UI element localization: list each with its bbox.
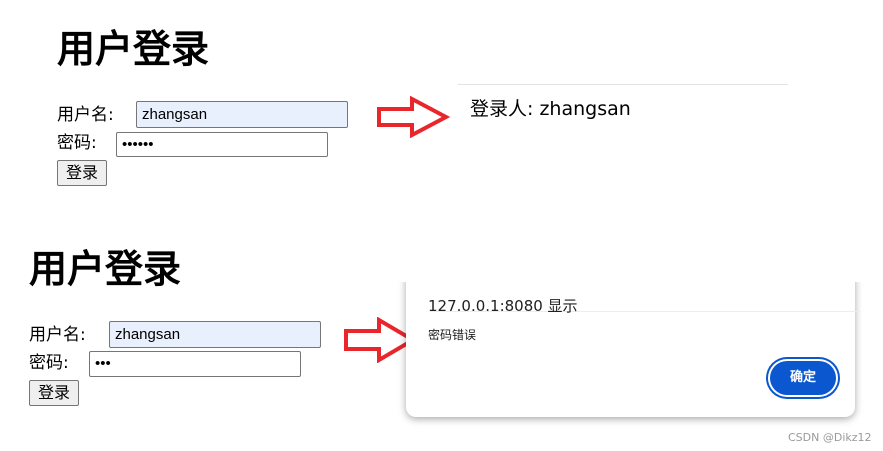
password-input[interactable]: ••• [89,351,301,377]
right-arrow-icon [344,317,417,363]
page-title: 用户登录 [29,247,182,291]
login-button[interactable]: 登录 [29,380,80,406]
dialog-divider [430,311,860,312]
username-input[interactable]: zhangsan [109,321,321,348]
username-label: 用户名: [57,105,114,125]
right-arrow-icon [377,96,450,138]
dialog-ok-button[interactable]: 确定 [770,361,836,395]
divider [458,84,788,85]
password-input[interactable]: •••••• [116,132,328,157]
password-label: 密码: [57,133,97,153]
dialog-message: 密码错误 [428,328,477,342]
page-title: 用户登录 [57,27,210,71]
username-label: 用户名: [29,325,86,345]
watermark: CSDN @Dikz12 [788,431,872,444]
username-input[interactable]: zhangsan [136,101,348,128]
dialog-origin-text: 127.0.0.1:8080 显示 [428,297,578,315]
logged-in-user-text: 登录人: zhangsan [470,98,631,120]
dialog-crop-mask [398,262,868,282]
password-label: 密码: [29,353,69,373]
login-button[interactable]: 登录 [57,160,108,186]
